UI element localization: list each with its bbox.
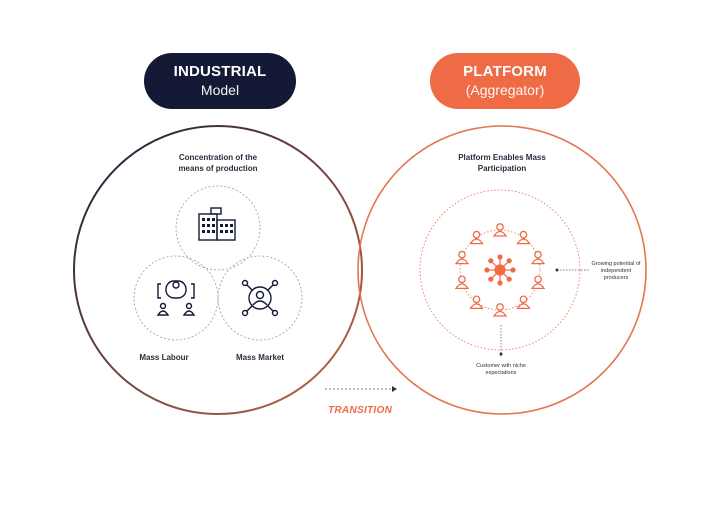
industrial-caption: Concentration of the means of production (178, 153, 258, 173)
person-icon (469, 230, 484, 245)
labour-circle (133, 255, 219, 341)
mass-labour-label: Mass Labour (139, 353, 189, 362)
industrial-title: INDUSTRIAL (173, 63, 267, 80)
person-icon (516, 295, 531, 310)
person-icon (516, 230, 531, 245)
building-icon (198, 207, 236, 241)
person-icon (454, 250, 470, 265)
bottom-note: Customer with niche expectations (476, 363, 526, 376)
person-icon (492, 303, 508, 317)
person-icon (530, 275, 546, 290)
industrial-subtitle: Model (200, 82, 240, 98)
mass-market-label: Mass Market (235, 353, 285, 362)
production-circle (175, 185, 261, 271)
platform-circle (357, 125, 647, 415)
labour-group-icon (156, 280, 196, 316)
platform-caption: Platform Enables Mass Participation (458, 153, 546, 173)
platform-subtitle: (Aggregator) (465, 82, 545, 98)
transition-label: TRANSITION (328, 405, 393, 416)
industrial-model-badge: INDUSTRIAL Model (144, 53, 296, 109)
persons-group (454, 223, 546, 317)
persons-ring (459, 229, 541, 311)
platform-inner-circle (419, 189, 581, 351)
market-circle (217, 255, 303, 341)
industrial-circle (73, 125, 363, 415)
person-icon (492, 223, 508, 237)
platform-title: PLATFORM (463, 63, 547, 80)
hub-icon (484, 254, 516, 286)
side-note: Growing potential of independent produce… (591, 261, 641, 281)
person-icon (454, 275, 470, 290)
platform-model-badge: PLATFORM (Aggregator) (430, 53, 580, 109)
person-icon (530, 250, 546, 265)
person-icon (469, 295, 484, 310)
network-person-icon (241, 279, 279, 317)
arrowhead-icon (392, 386, 397, 392)
